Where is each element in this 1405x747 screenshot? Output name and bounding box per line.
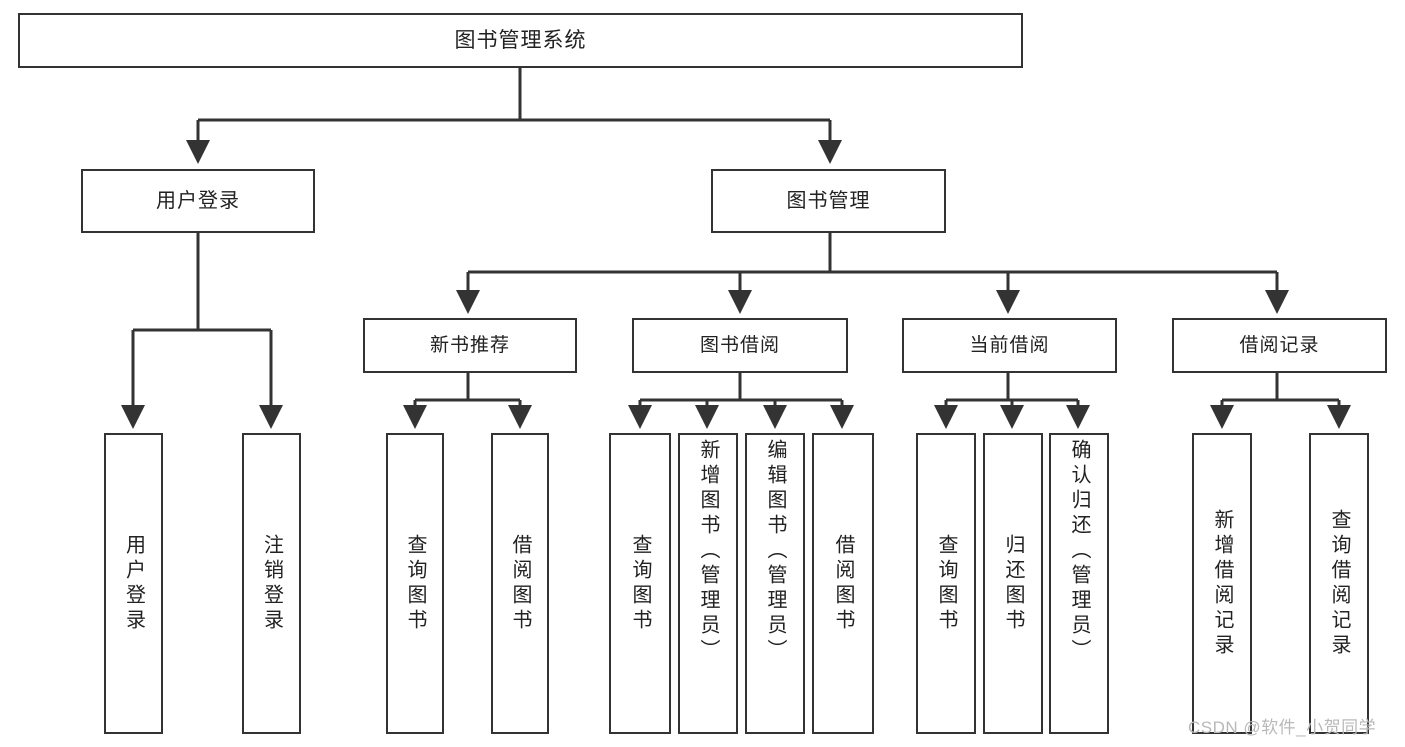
leaf-borrow-query-book-label: 查询图书 (629, 533, 651, 634)
leaf-current-return-book[interactable]: 归还图书 (983, 433, 1043, 734)
leaf-current-return-book-label: 归还图书 (1002, 533, 1024, 634)
leaf-record-query-record-label: 查询借阅记录 (1328, 508, 1350, 659)
leaf-borrow-edit-book[interactable]: 编辑图书（管理员） (745, 433, 805, 734)
leaf-user-login-login[interactable]: 用户登录 (104, 433, 163, 734)
node-current-borrow[interactable]: 当前借阅 (902, 318, 1117, 373)
node-root[interactable]: 图书管理系统 (18, 13, 1023, 68)
leaf-recommend-query-book[interactable]: 查询图书 (386, 433, 444, 734)
node-new-book-recommend[interactable]: 新书推荐 (363, 318, 577, 373)
leaf-current-query-book-label: 查询图书 (935, 533, 957, 634)
node-book-management[interactable]: 图书管理 (711, 169, 946, 233)
node-root-label: 图书管理系统 (454, 28, 587, 52)
node-current-borrow-label: 当前借阅 (969, 334, 1050, 356)
node-borrow-record[interactable]: 借阅记录 (1172, 318, 1387, 373)
leaf-record-add-record-label: 新增借阅记录 (1211, 508, 1233, 659)
leaf-recommend-borrow-book-label: 借阅图书 (509, 533, 531, 634)
leaf-user-login-logout-label: 注销登录 (260, 533, 283, 634)
node-user-login[interactable]: 用户登录 (81, 169, 315, 233)
node-book-management-label: 图书管理 (786, 189, 871, 212)
node-book-borrow[interactable]: 图书借阅 (632, 318, 848, 373)
leaf-borrow-borrow-book[interactable]: 借阅图书 (812, 433, 874, 734)
leaf-current-confirm-return[interactable]: 确认归还（管理员） (1049, 433, 1109, 734)
leaf-borrow-query-book[interactable]: 查询图书 (609, 433, 671, 734)
leaf-borrow-edit-book-label: 编辑图书（管理员） (764, 439, 786, 664)
leaf-borrow-borrow-book-label: 借阅图书 (832, 533, 854, 634)
node-book-borrow-label: 图书借阅 (699, 334, 780, 356)
leaf-user-login-login-label: 用户登录 (122, 533, 145, 634)
leaf-recommend-query-book-label: 查询图书 (404, 533, 426, 634)
node-borrow-record-label: 借阅记录 (1239, 334, 1320, 356)
leaf-record-query-record[interactable]: 查询借阅记录 (1309, 433, 1369, 734)
leaf-recommend-borrow-book[interactable]: 借阅图书 (491, 433, 549, 734)
watermark-text: CSDN @软件_小贺同学 (1188, 718, 1377, 737)
leaf-current-query-book[interactable]: 查询图书 (916, 433, 976, 734)
leaf-borrow-add-book-label: 新增图书（管理员） (697, 439, 719, 664)
node-new-book-recommend-label: 新书推荐 (429, 334, 510, 356)
leaf-user-login-logout[interactable]: 注销登录 (242, 433, 301, 734)
node-user-login-label: 用户登录 (156, 189, 240, 212)
leaf-record-add-record[interactable]: 新增借阅记录 (1192, 433, 1252, 734)
leaf-current-confirm-return-label: 确认归还（管理员） (1068, 439, 1090, 664)
leaf-borrow-add-book[interactable]: 新增图书（管理员） (678, 433, 738, 734)
